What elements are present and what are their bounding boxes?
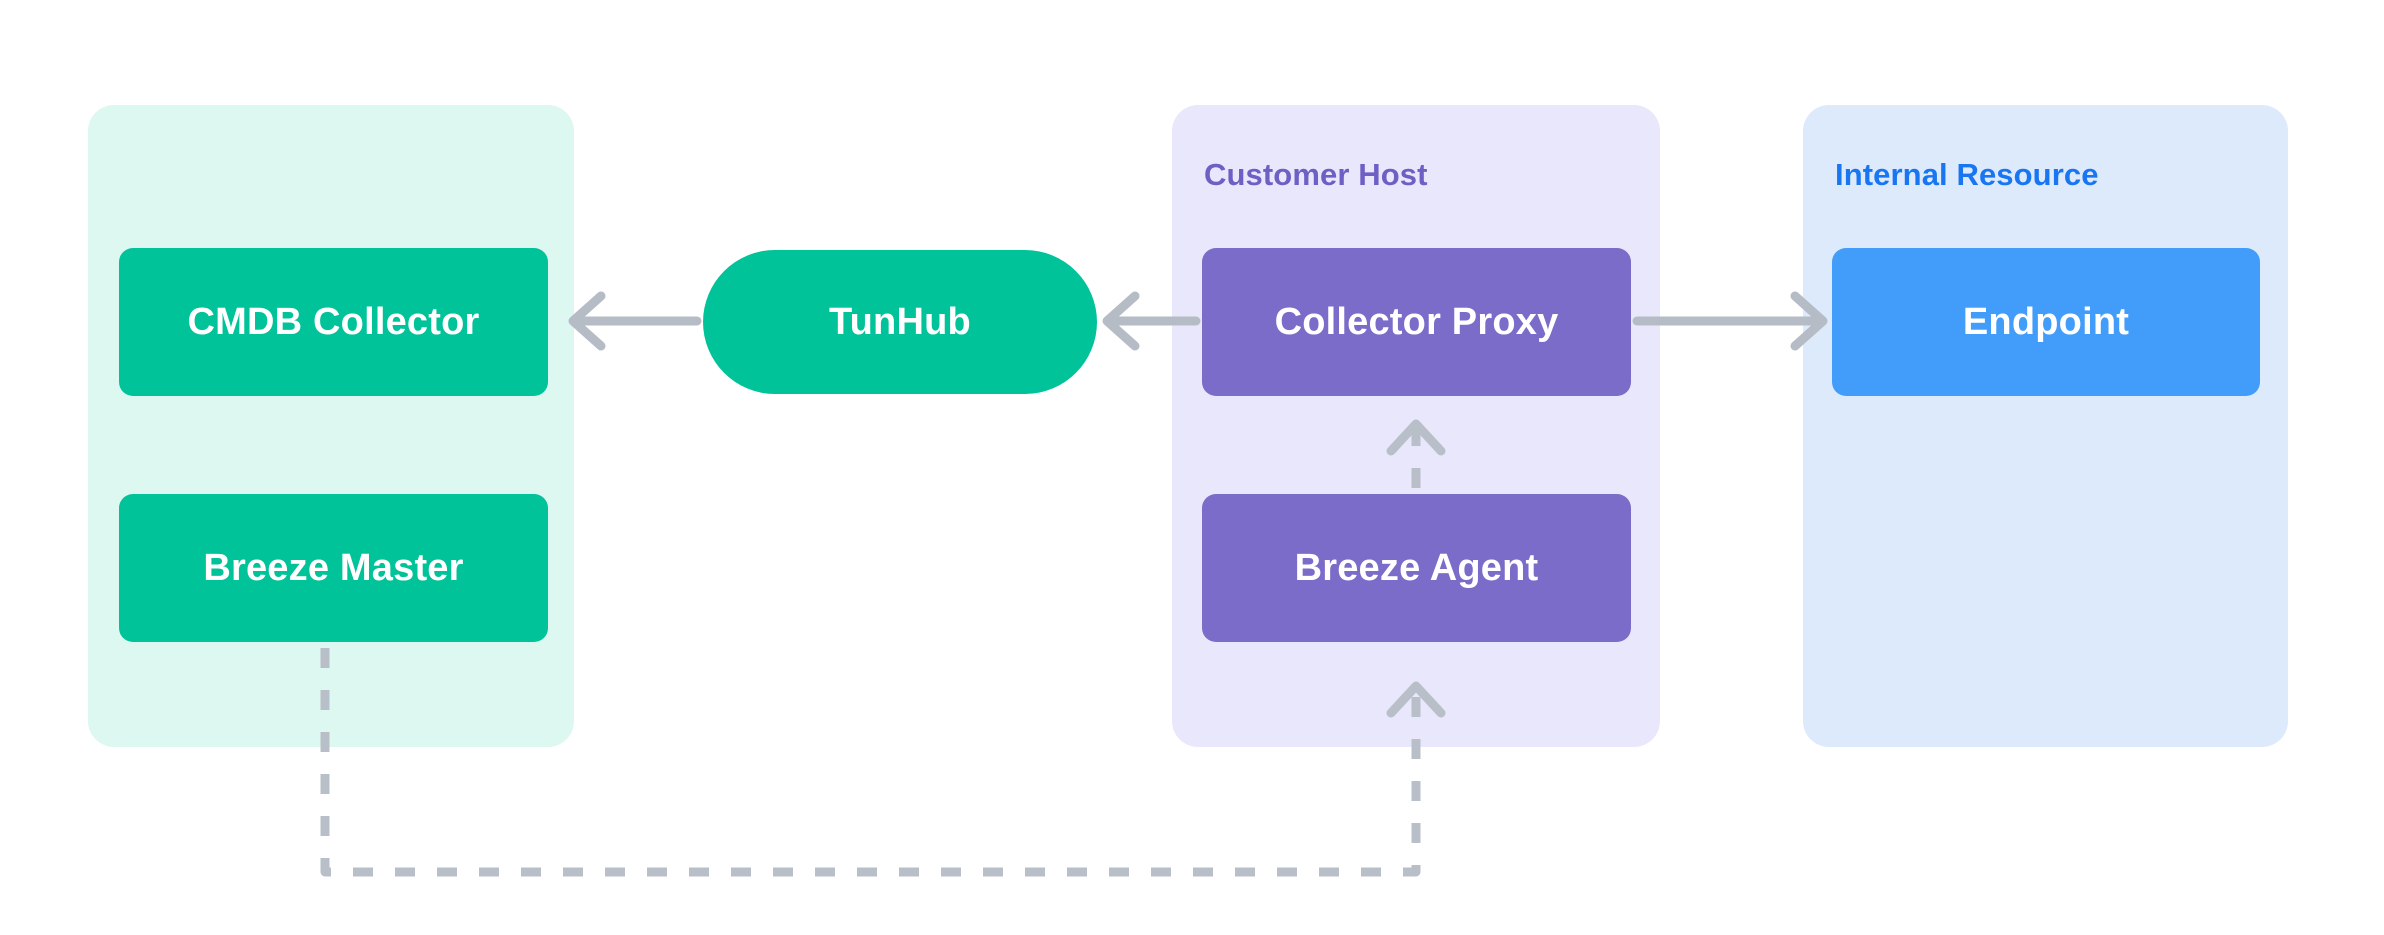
connector-collector-proxy-to-endpoint xyxy=(1632,291,1828,351)
zone-platform xyxy=(88,105,574,747)
node-endpoint-label: Endpoint xyxy=(1962,300,2130,343)
connector-tunhub-to-cmdb-collector xyxy=(568,291,702,351)
node-breeze-agent[interactable]: Breeze Agent xyxy=(1202,494,1631,642)
node-breeze-agent-label: Breeze Agent xyxy=(1294,546,1539,589)
node-endpoint[interactable]: Endpoint xyxy=(1832,248,2260,396)
node-breeze-master[interactable]: Breeze Master xyxy=(119,494,548,642)
zone-internal-resource-label: Internal Resource xyxy=(1835,157,2099,192)
node-cmdb-collector[interactable]: CMDB Collector xyxy=(119,248,548,396)
node-collector-proxy[interactable]: Collector Proxy xyxy=(1202,248,1631,396)
zone-internal-resource: Internal Resource xyxy=(1803,105,2288,747)
zone-customer-host-label: Customer Host xyxy=(1204,157,1428,192)
node-breeze-master-label: Breeze Master xyxy=(203,546,464,589)
node-collector-proxy-label: Collector Proxy xyxy=(1274,300,1559,343)
node-tunhub-label: TunHub xyxy=(829,300,971,343)
node-cmdb-collector-label: CMDB Collector xyxy=(187,300,480,343)
zone-customer-host: Customer Host xyxy=(1172,105,1660,747)
node-tunhub[interactable]: TunHub xyxy=(703,250,1097,394)
